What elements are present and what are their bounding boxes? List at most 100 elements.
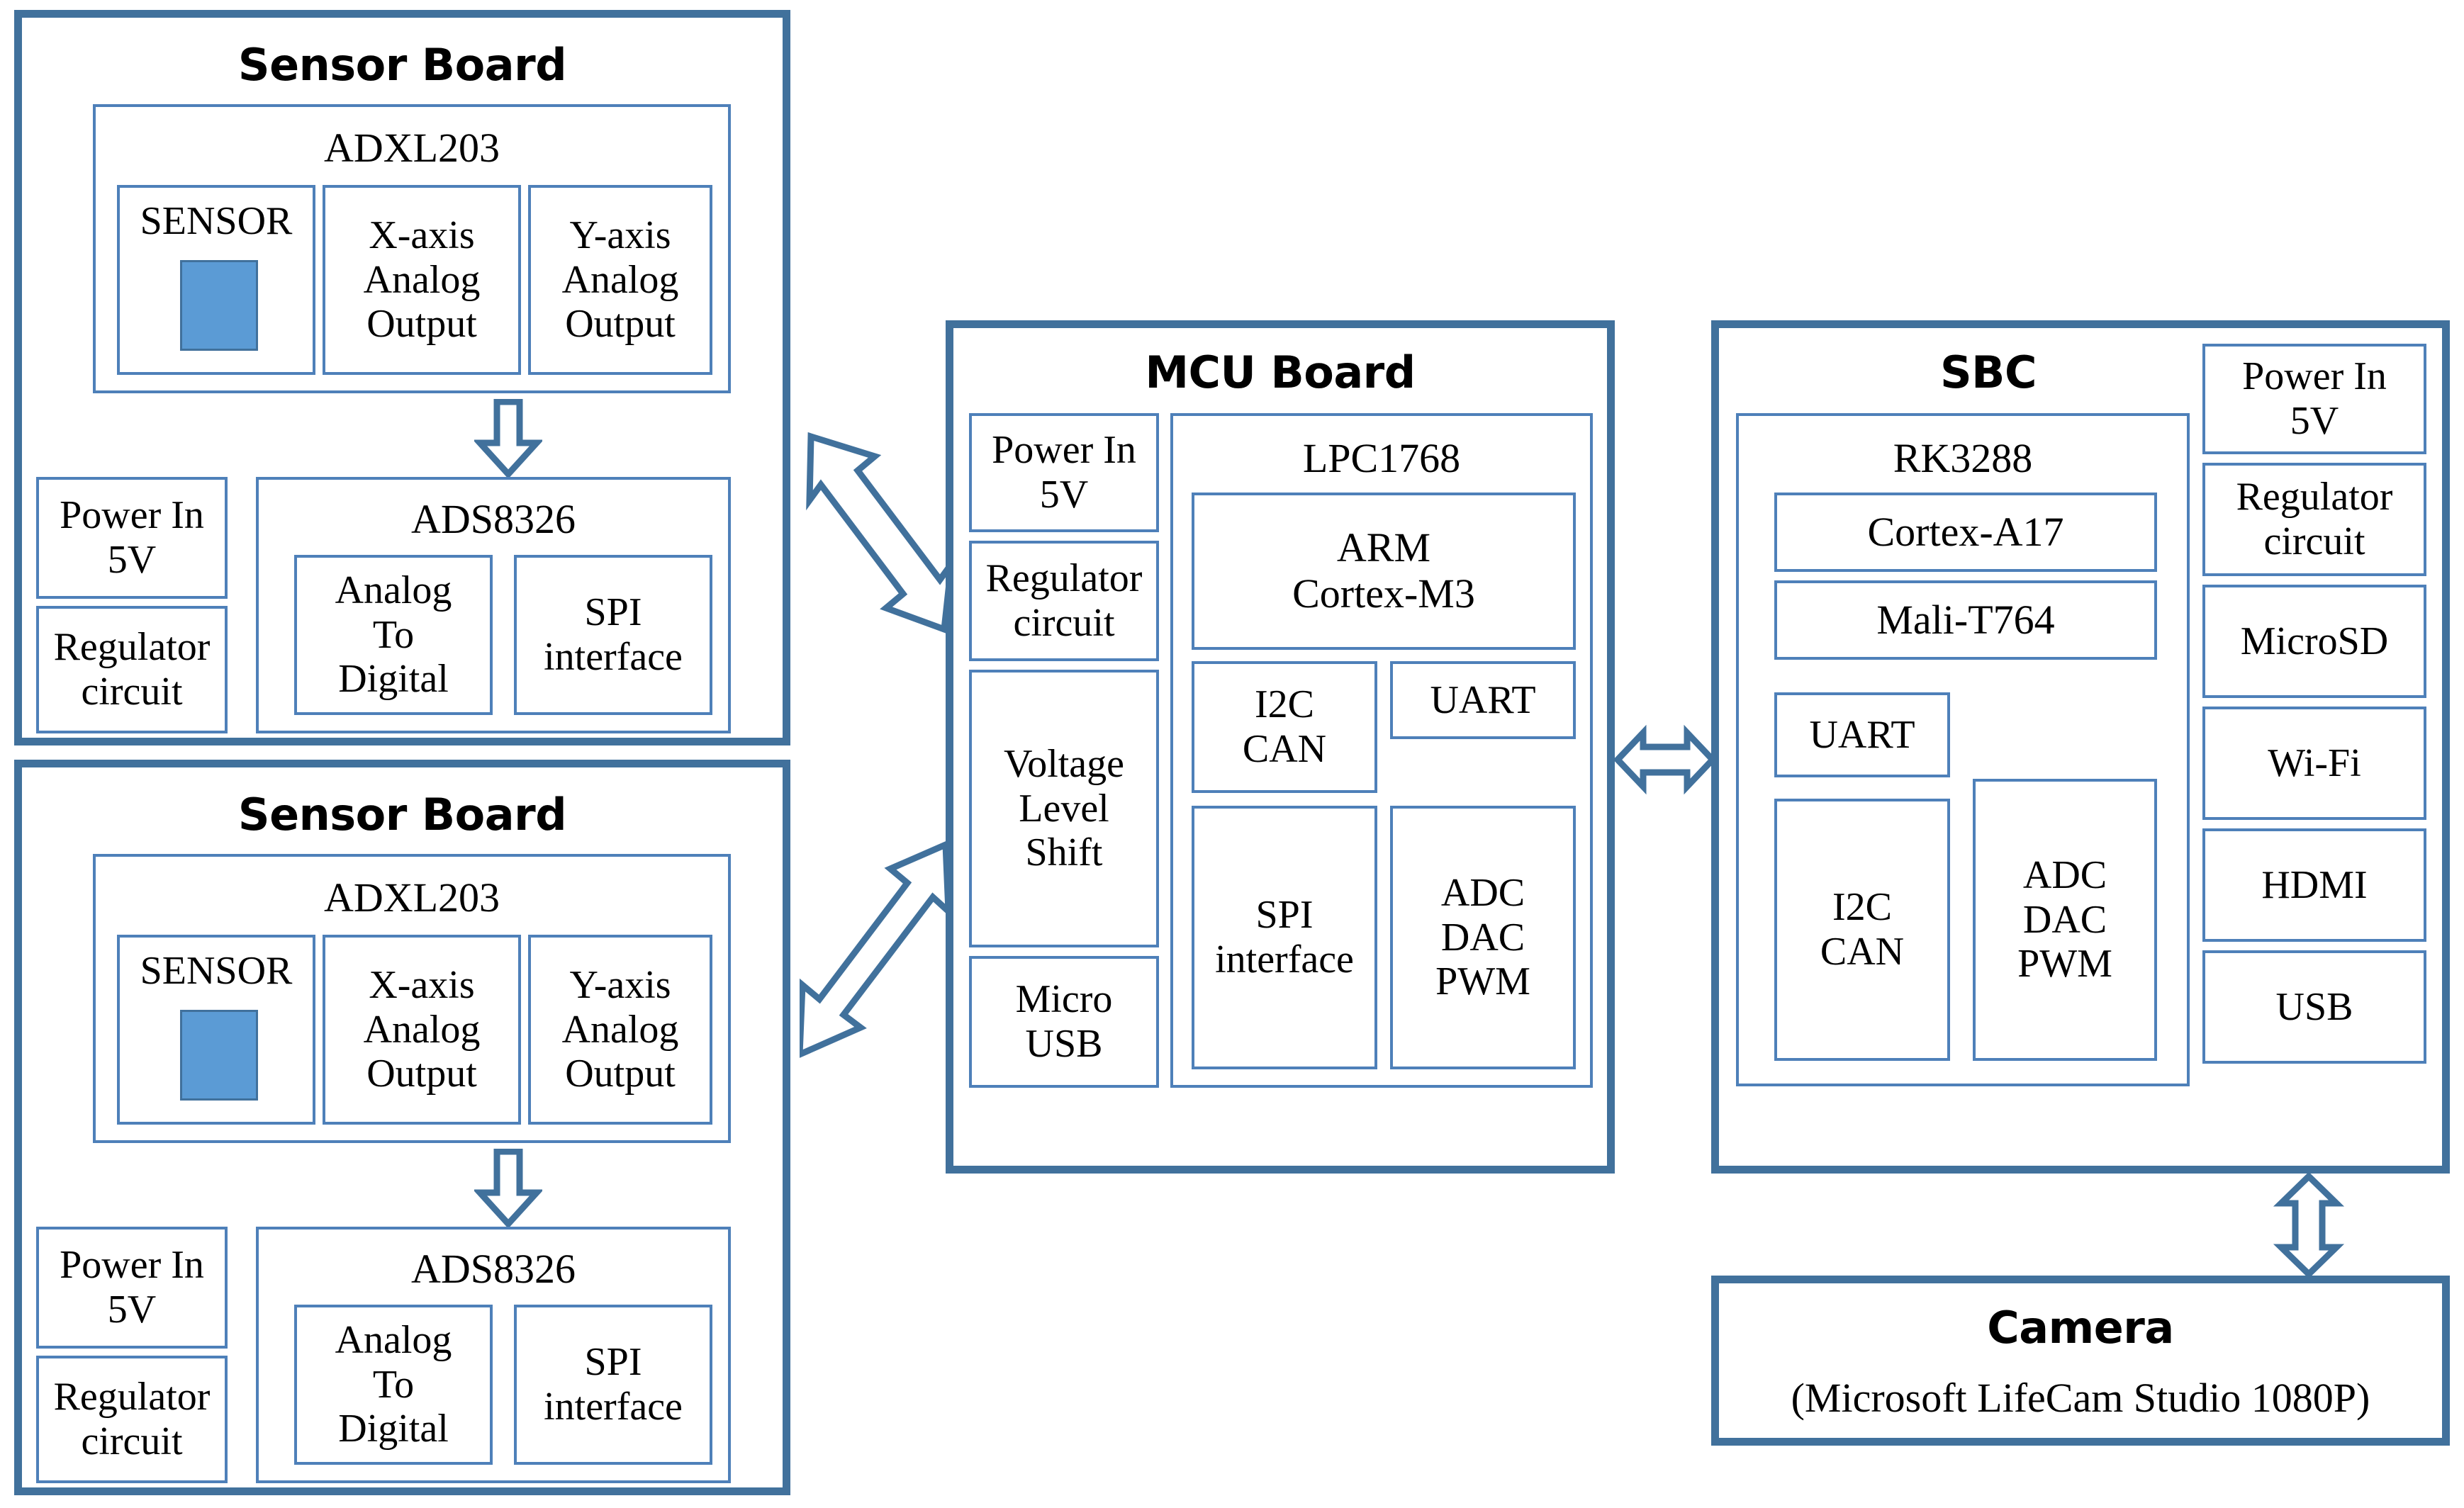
mcu-power-in-line-1: Power In <box>992 428 1136 473</box>
sensor-cell-2: SENSOR <box>117 935 315 1125</box>
mcu-i2c-can-cell: I2C CAN <box>1192 661 1377 793</box>
sbc-regulator-circuit-cell: Regulator circuit <box>2202 463 2426 576</box>
sbc-i2c-line-2: CAN <box>1820 930 1905 974</box>
cortex-a17-label: Cortex-A17 <box>1867 508 2064 555</box>
sbc-adc-line-2: DAC <box>2022 897 2107 942</box>
down-arrow-icon-sensor-2 <box>474 1149 542 1227</box>
sbc-board-title: SBC <box>1940 347 2037 398</box>
sbc-wifi-cell: Wi-Fi <box>2202 707 2426 820</box>
sensor-board-2-title: Sensor Board <box>237 789 567 840</box>
mcu-vls-line-1: Voltage <box>1003 741 1125 786</box>
camera-board-title: Camera <box>1987 1302 2174 1354</box>
y-axis-line-1-b: Y-axis <box>569 962 671 1007</box>
adc-line-2: To <box>372 612 415 657</box>
bidirectional-diagonal-arrow-icon-sensor1-mcu <box>800 425 956 638</box>
y-axis-analog-output-cell-2: Y-axis Analog Output <box>528 935 712 1125</box>
mcu-uart-cell: UART <box>1390 661 1576 739</box>
x-axis-analog-output-cell: X-axis Analog Output <box>323 185 521 375</box>
adxl203-title-2: ADXL203 <box>323 874 500 921</box>
mcu-board: MCU Board Power In 5V Regulator circuit … <box>946 320 1615 1174</box>
analog-to-digital-cell: Analog To Digital <box>294 555 493 715</box>
arm-line-1: ARM <box>1336 524 1431 571</box>
rk3288-group: RK3288 Cortex-A17 Mali-T764 UART I2C CAN… <box>1736 413 2190 1086</box>
mcu-i2c-line-1: I2C <box>1255 682 1314 727</box>
lpc1768-group: LPC1768 ARM Cortex-M3 I2C CAN UART SPI i… <box>1170 413 1593 1088</box>
regulator-circuit-cell-sensor-1: Regulator circuit <box>36 606 228 733</box>
adc-line-3-b: Digital <box>338 1407 449 1451</box>
mcu-power-in-line-2: 5V <box>1039 473 1089 517</box>
spi-line-2-b: interface <box>544 1385 683 1429</box>
sbc-power-in-cell: Power In 5V <box>2202 344 2426 454</box>
mcu-spi-line-1: SPI <box>1255 893 1314 938</box>
y-axis-line-3: Output <box>565 302 676 347</box>
x-axis-line-1: X-axis <box>369 213 475 257</box>
down-arrow-icon-sensor-1 <box>474 399 542 477</box>
regulator-circuit-cell-sensor-2: Regulator circuit <box>36 1356 228 1483</box>
mcu-adc-line-1: ADC <box>1440 870 1525 915</box>
ads8326-title-2: ADS8326 <box>410 1246 576 1292</box>
y-axis-analog-output-cell: Y-axis Analog Output <box>528 185 712 375</box>
adc-line-1-b: Analog <box>335 1317 452 1362</box>
arm-cortex-m3-cell: ARM Cortex-M3 <box>1192 493 1576 650</box>
mali-t764-label: Mali-T764 <box>1876 596 2055 643</box>
y-axis-line-2-b: Analog <box>561 1007 679 1052</box>
sbc-regulator-line-2: circuit <box>2263 519 2365 563</box>
spi-line-2: interface <box>544 635 683 679</box>
mcu-spi-interface-cell: SPI interface <box>1192 806 1377 1069</box>
sensor-board-2: Sensor Board ADXL203 SENSOR X-axis Analo… <box>14 760 790 1495</box>
mcu-board-title: MCU Board <box>1145 347 1416 398</box>
sbc-power-in-line-1: Power In <box>2242 354 2387 399</box>
mcu-adc-line-3: PWM <box>1435 960 1530 1004</box>
regulator-line-2-b: circuit <box>81 1419 183 1463</box>
x-axis-line-2: Analog <box>363 257 481 302</box>
mali-t764-cell: Mali-T764 <box>1774 580 2157 660</box>
x-axis-analog-output-cell-2: X-axis Analog Output <box>323 935 521 1125</box>
sbc-i2c-can-cell: I2C CAN <box>1774 799 1950 1061</box>
sbc-i2c-line-1: I2C <box>1832 885 1892 930</box>
sensor-board-2-adxl203-group: ADXL203 SENSOR X-axis Analog Output Y-ax… <box>93 854 731 1143</box>
sbc-adc-line-3: PWM <box>2017 942 2112 986</box>
mcu-uart-label: UART <box>1430 677 1536 722</box>
adc-line-2-b: To <box>372 1362 415 1407</box>
mcu-adc-line-2: DAC <box>1440 915 1525 960</box>
x-axis-line-3-b: Output <box>366 1052 477 1096</box>
sensor-chip-icon-2 <box>180 1010 258 1101</box>
power-in-cell-sensor-2: Power In 5V <box>36 1227 228 1349</box>
sbc-microsd-cell: MicroSD <box>2202 585 2426 698</box>
x-axis-line-1-b: X-axis <box>369 962 475 1007</box>
adc-line-3: Digital <box>338 657 449 702</box>
cortex-a17-cell: Cortex-A17 <box>1774 493 2157 572</box>
y-axis-line-2: Analog <box>561 257 679 302</box>
sbc-usb-cell: USB <box>2202 950 2426 1064</box>
mcu-spi-line-2: interface <box>1215 938 1354 981</box>
power-in-line-1: Power In <box>60 493 204 538</box>
sbc-power-in-line-2: 5V <box>2290 399 2339 443</box>
sbc-board: SBC RK3288 Cortex-A17 Mali-T764 UART I2C… <box>1711 320 2450 1174</box>
sensor-board-1: Sensor Board ADXL203 SENSOR X-axis Analo… <box>14 10 790 745</box>
spi-line-1: SPI <box>584 590 642 635</box>
camera-board-subtitle: (Microsoft LifeCam Studio 1080P) <box>1791 1375 2370 1421</box>
mcu-regulator-circuit-cell: Regulator circuit <box>969 541 1159 661</box>
lpc1768-title: LPC1768 <box>1302 435 1461 481</box>
sbc-hdmi-cell: HDMI <box>2202 828 2426 942</box>
sbc-uart-label: UART <box>1809 712 1915 757</box>
ads8326-group-sensor-2: ADS8326 Analog To Digital SPI interface <box>256 1227 731 1483</box>
sbc-adc-dac-pwm-cell: ADC DAC PWM <box>1973 779 2157 1061</box>
power-in-line-2: 5V <box>107 538 157 582</box>
sbc-hdmi-label: HDMI <box>2261 862 2368 907</box>
analog-to-digital-cell-2: Analog To Digital <box>294 1305 493 1465</box>
arm-line-2: Cortex-M3 <box>1292 570 1475 617</box>
sensor-chip-icon <box>180 260 258 351</box>
ads8326-group-sensor-1: ADS8326 Analog To Digital SPI interface <box>256 477 731 733</box>
mcu-vls-line-3: Shift <box>1025 831 1103 875</box>
ads8326-title: ADS8326 <box>410 496 576 542</box>
power-in-line-1-b: Power In <box>60 1243 204 1288</box>
x-axis-line-3: Output <box>366 302 477 347</box>
x-axis-line-2-b: Analog <box>363 1007 481 1052</box>
spi-line-1-b: SPI <box>584 1340 642 1385</box>
mcu-regulator-line-1: Regulator <box>985 556 1143 601</box>
bidirectional-horizontal-arrow-icon-mcu-sbc <box>1613 724 1717 795</box>
sbc-regulator-line-1: Regulator <box>2236 475 2393 519</box>
sensor-board-1-adxl203-group: ADXL203 SENSOR X-axis Analog Output Y-ax… <box>93 104 731 393</box>
